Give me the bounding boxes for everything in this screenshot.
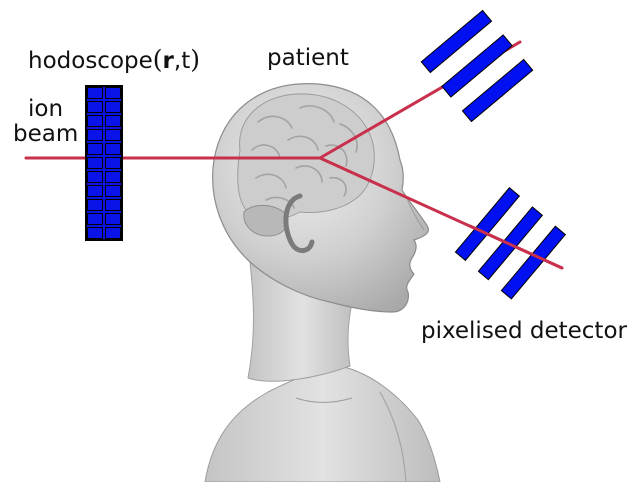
hodoscope-pixel	[105, 185, 121, 197]
hodoscope-r: r	[162, 48, 174, 74]
beam-label: beam	[13, 121, 79, 147]
hodoscope-pixel	[87, 129, 103, 141]
hodoscope-pixel	[87, 185, 103, 197]
patient-icon	[204, 83, 441, 483]
brain-folds	[251, 105, 358, 209]
patient-ear	[283, 193, 315, 253]
hodoscope-pixel	[87, 199, 103, 211]
patient-label: patient	[267, 45, 349, 71]
hodoscope-pixel	[87, 115, 103, 127]
hodoscope-pixel	[87, 157, 103, 169]
hodoscope-t: t	[181, 48, 191, 74]
hodoscope-comma: ,	[173, 48, 182, 74]
hodoscope-pixel	[87, 171, 103, 183]
hodoscope-pixel	[105, 101, 121, 113]
hodoscope-pixel	[105, 129, 121, 141]
hodoscope-paren-close: )	[190, 45, 200, 74]
hodoscope-pixel	[105, 157, 121, 169]
hodoscope-pixel	[105, 115, 121, 127]
beam-lower-overlay	[468, 224, 564, 270]
hodoscope-pixel	[87, 101, 103, 113]
patient-strap	[379, 391, 407, 483]
hodoscope-pixel	[87, 227, 103, 239]
hodoscope-pixel	[105, 87, 121, 99]
detector-upper-icon	[420, 9, 534, 123]
hodoscope-pixel	[87, 87, 103, 99]
hodoscope-pixel	[105, 227, 121, 239]
hodoscope-pixel	[105, 143, 121, 155]
hodoscope-pixel	[87, 143, 103, 155]
hodoscope-paren-open: (	[152, 45, 163, 74]
patient-collar	[295, 397, 353, 403]
hodoscope-pixel	[87, 213, 103, 225]
hodoscope-pixel	[105, 213, 121, 225]
ion-label: ion	[28, 96, 64, 122]
hodoscope-word: hodoscope	[28, 48, 153, 74]
hodoscope-pixel	[105, 199, 121, 211]
patient-face-line	[405, 195, 425, 231]
detector-label: pixelised detector	[421, 318, 627, 344]
hodoscope-label: hodoscope(r,t)	[28, 47, 200, 73]
hodoscope-icon	[85, 85, 123, 241]
hodoscope-pixel	[105, 171, 121, 183]
